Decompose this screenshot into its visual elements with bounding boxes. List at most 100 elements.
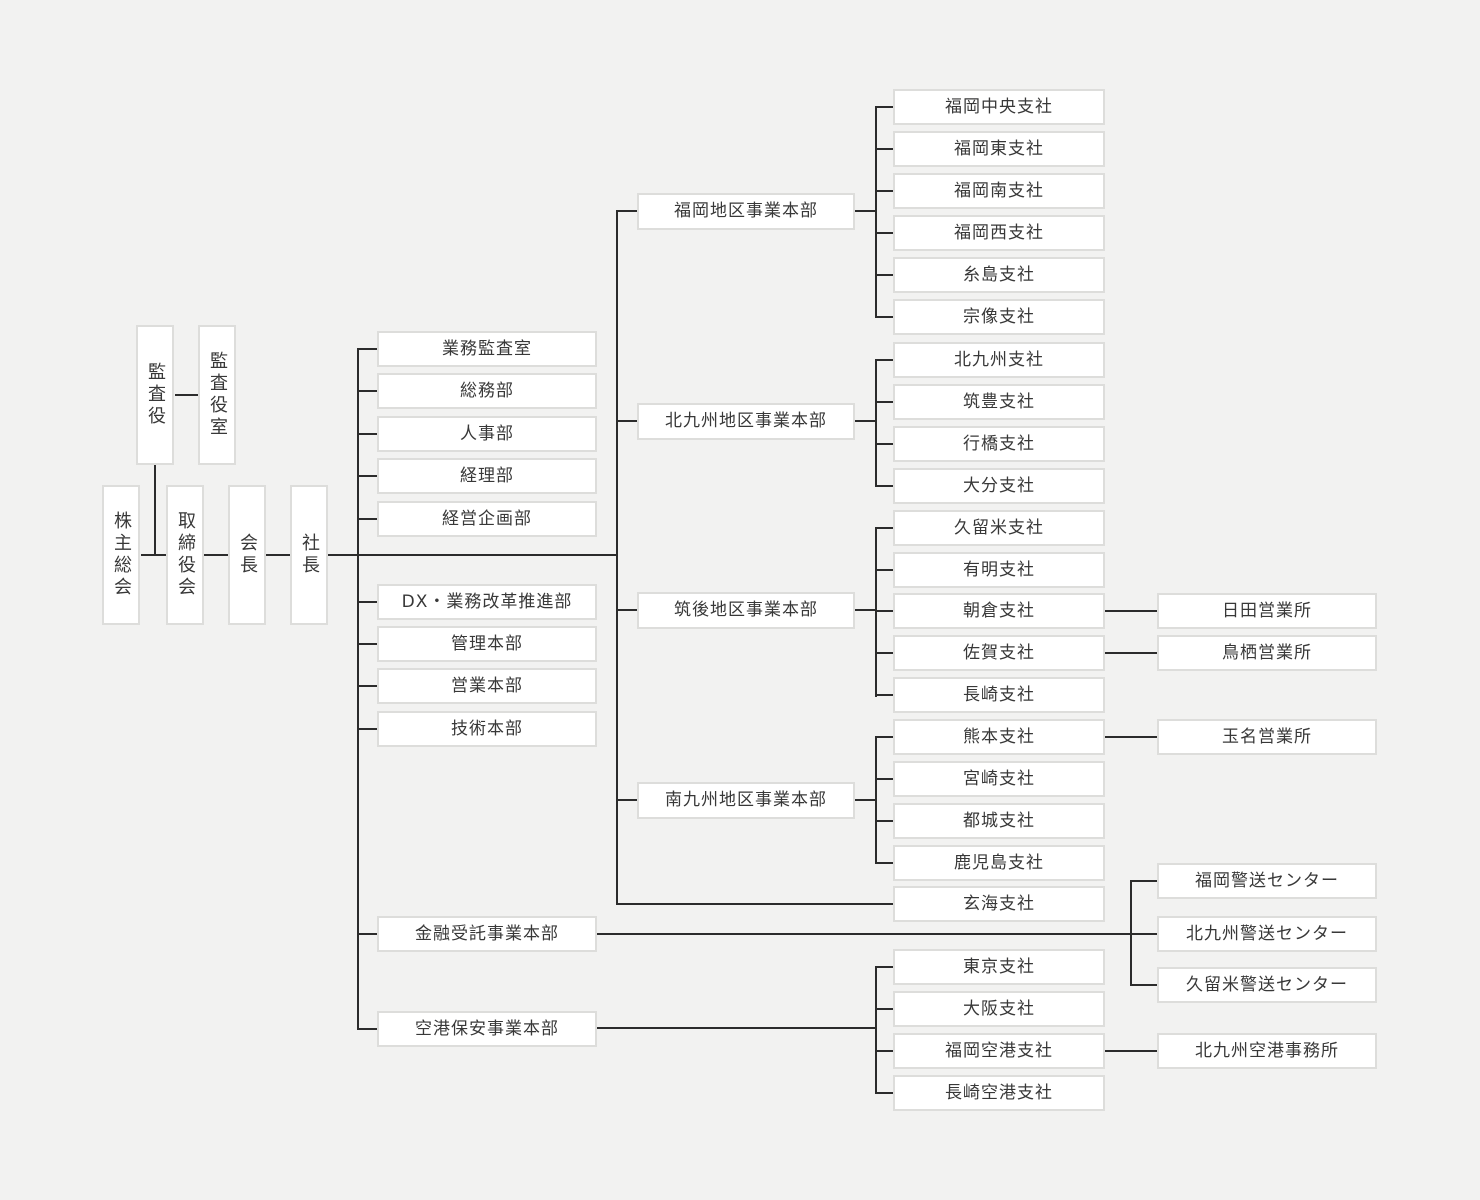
connector-stub: [875, 274, 894, 276]
node-yukuhashi-branch: 行橋支社: [893, 426, 1105, 462]
node-general-affairs-dept: 総務部: [377, 373, 597, 409]
node-fukuoka-district-hq: 福岡地区事業本部: [637, 193, 855, 230]
connector-tosu-line: [1105, 652, 1157, 654]
connector-left-trunk: [357, 348, 359, 1030]
connector-financial-trust-line: [596, 933, 1131, 935]
connector-genkai-line: [616, 903, 894, 905]
connector-stub: [875, 106, 894, 108]
connector-stub: [875, 485, 894, 487]
node-accounting-dept: 経理部: [377, 458, 597, 494]
node-auditor: 監査役: [136, 325, 174, 465]
node-hita-sales-office: 日田営業所: [1157, 593, 1377, 629]
connector-stub: [875, 966, 894, 968]
connector-stub: [357, 348, 378, 350]
connector-auditor-office-line: [175, 394, 198, 396]
node-osaka-branch: 大阪支社: [893, 991, 1105, 1027]
node-technology-division: 技術本部: [377, 711, 597, 747]
node-financial-trust-hq: 金融受託事業本部: [377, 916, 597, 952]
connector-stub: [357, 433, 378, 435]
node-sales-division: 営業本部: [377, 668, 597, 704]
connector-stub: [357, 390, 378, 392]
connector-kitakyushu-airport-line: [1105, 1050, 1157, 1052]
connector-auditor-line: [154, 465, 156, 556]
node-auditor-office: 監査役室: [198, 325, 236, 465]
connector-stub: [875, 652, 894, 654]
connector-stub: [875, 862, 894, 864]
connector-stub: [875, 569, 894, 571]
node-tosu-sales-office: 鳥栖営業所: [1157, 635, 1377, 671]
node-miyazaki-branch: 宮崎支社: [893, 761, 1105, 797]
node-nagasaki-airport-branch: 長崎空港支社: [893, 1075, 1105, 1111]
connector-kitakyushu-trunk: [875, 359, 877, 487]
node-corporate-planning-dept: 経営企画部: [377, 501, 597, 537]
node-shareholders-meeting: 株主総会: [102, 485, 140, 625]
node-kitakyushu-airport-office: 北九州空港事務所: [1157, 1033, 1377, 1069]
connector-stub: [616, 210, 638, 212]
node-genkai-branch: 玄海支社: [893, 886, 1105, 922]
connector-stub: [875, 1050, 894, 1052]
node-chikuho-branch: 筑豊支社: [893, 384, 1105, 420]
connector-stub: [875, 694, 894, 696]
node-chikugo-district-hq: 筑後地区事業本部: [637, 592, 855, 629]
connector-stub: [357, 685, 378, 687]
node-ariake-branch: 有明支社: [893, 552, 1105, 588]
node-hr-dept: 人事部: [377, 416, 597, 452]
connector-tamana-line: [1105, 736, 1157, 738]
connector-stub: [875, 736, 894, 738]
node-fukuoka-chuo-branch: 福岡中央支社: [893, 89, 1105, 125]
node-oita-branch: 大分支社: [893, 468, 1105, 504]
node-minamikyushu-district-hq: 南九州地区事業本部: [637, 782, 855, 819]
connector-stub: [357, 1028, 378, 1030]
node-kitakyushu-branch: 北九州支社: [893, 342, 1105, 378]
node-president: 社長: [290, 485, 328, 625]
node-chairman: 会長: [228, 485, 266, 625]
connector-stub: [1130, 984, 1158, 986]
connector-stub: [1130, 933, 1158, 935]
connector-stub: [875, 232, 894, 234]
node-airport-security-hq: 空港保安事業本部: [377, 1011, 597, 1047]
node-kitakyushu-district-hq: 北九州地区事業本部: [637, 403, 855, 440]
connector-stub: [357, 518, 378, 520]
node-fukuoka-security-transport-center: 福岡警送センター: [1157, 863, 1377, 899]
connector-stub: [875, 401, 894, 403]
node-miyakonojo-branch: 都城支社: [893, 803, 1105, 839]
connector-minamikyushu-trunk: [875, 736, 877, 864]
node-nagasaki-branch: 長崎支社: [893, 677, 1105, 713]
connector-stub: [1130, 880, 1158, 882]
connector-stub: [875, 1092, 894, 1094]
node-board-of-directors: 取締役会: [166, 485, 204, 625]
node-business-audit-office: 業務監査室: [377, 331, 597, 367]
node-tokyo-branch: 東京支社: [893, 949, 1105, 985]
connector-stub: [875, 527, 894, 529]
node-munakata-branch: 宗像支社: [893, 299, 1105, 335]
node-saga-branch: 佐賀支社: [893, 635, 1105, 671]
node-asakura-branch: 朝倉支社: [893, 593, 1105, 629]
node-fukuoka-minami-branch: 福岡南支社: [893, 173, 1105, 209]
connector-stub: [875, 1008, 894, 1010]
node-kitakyushu-security-transport-center: 北九州警送センター: [1157, 916, 1377, 952]
connector-stub: [357, 933, 378, 935]
connector-fukuoka-trunk: [875, 106, 877, 318]
connector-stub: [357, 728, 378, 730]
connector-airport-trunk: [875, 966, 877, 1094]
connector-stub: [875, 443, 894, 445]
node-kagoshima-branch: 鹿児島支社: [893, 845, 1105, 881]
connector-stub: [875, 820, 894, 822]
connector-main-line: [141, 554, 617, 556]
connector-stub: [855, 609, 876, 611]
connector-stub: [616, 609, 638, 611]
node-fukuoka-higashi-branch: 福岡東支社: [893, 131, 1105, 167]
node-management-division: 管理本部: [377, 626, 597, 662]
connector-stub: [616, 799, 638, 801]
node-tamana-sales-office: 玉名営業所: [1157, 719, 1377, 755]
connector-stub: [357, 643, 378, 645]
node-fukuoka-nishi-branch: 福岡西支社: [893, 215, 1105, 251]
connector-chikugo-trunk: [875, 527, 877, 697]
node-dx-reform-dept: DX・業務改革推進部: [377, 584, 597, 620]
node-fukuoka-airport-branch: 福岡空港支社: [893, 1033, 1105, 1069]
connector-stub: [357, 601, 378, 603]
connector-stub: [875, 190, 894, 192]
connector-hita-line: [1105, 610, 1157, 612]
connector-stub: [855, 420, 876, 422]
